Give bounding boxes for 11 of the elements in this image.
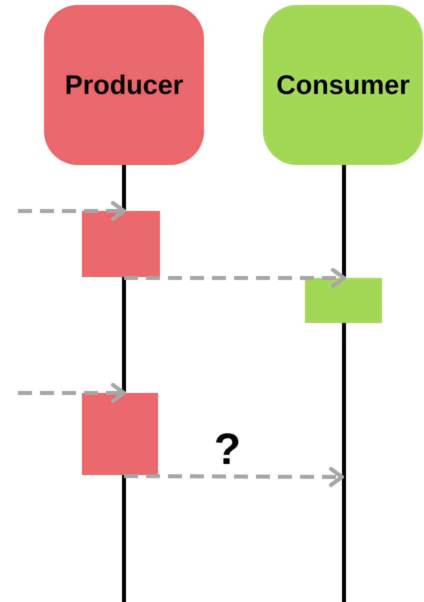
participant-box [44, 5, 204, 165]
message-arrow [18, 201, 126, 221]
message-arrow [124, 268, 346, 288]
message-arrow [18, 383, 126, 403]
activation-bar [82, 211, 160, 277]
participant-name: Producer [64, 70, 184, 100]
activation-bar [305, 278, 382, 323]
participant-box [263, 5, 423, 165]
activation-bar [82, 393, 158, 475]
participant-name: Consumer [276, 70, 410, 100]
message-arrow [124, 466, 344, 487]
